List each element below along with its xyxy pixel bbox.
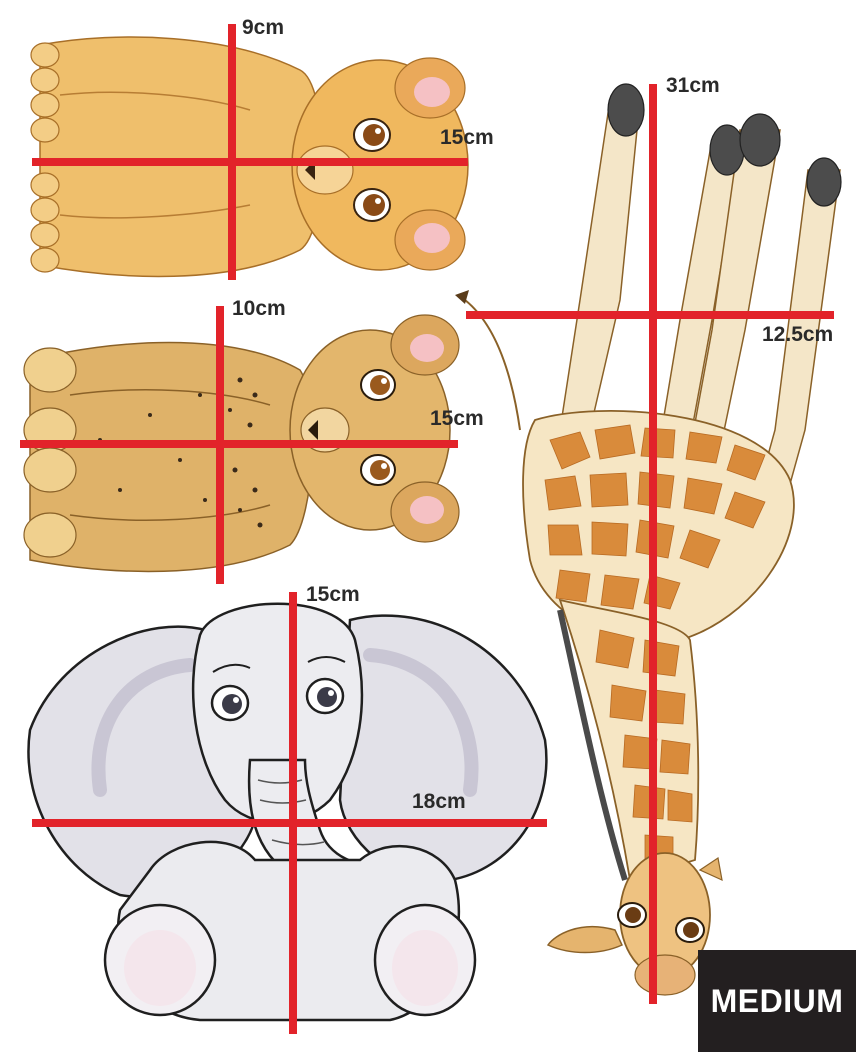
cheetah-cub-illustration bbox=[23, 314, 460, 573]
elephant-width-line bbox=[32, 819, 547, 827]
measurement-lines bbox=[20, 24, 834, 1034]
lion-cub-illustration bbox=[30, 36, 469, 278]
elephant-height-line bbox=[289, 592, 297, 1034]
lion-width-line bbox=[32, 158, 468, 166]
cheetah-height-label: 10cm bbox=[232, 297, 286, 320]
lion-height-label: 9cm bbox=[242, 16, 285, 39]
giraffe-width-line bbox=[466, 311, 834, 319]
elephant-height-label: 15cm bbox=[306, 583, 360, 606]
size-badge: MEDIUM bbox=[698, 950, 856, 1052]
giraffe-height-label: 31cm bbox=[666, 74, 720, 97]
lion-height-line bbox=[228, 24, 236, 280]
giraffe-width-label: 12.5cm bbox=[762, 323, 834, 346]
elephant-width-label: 18cm bbox=[412, 790, 466, 813]
giraffe-illustration bbox=[455, 83, 842, 996]
giraffe-height-line bbox=[649, 84, 657, 1004]
elephant-illustration bbox=[27, 602, 548, 1022]
cheetah-width-line bbox=[20, 440, 458, 448]
lion-width-label: 15cm bbox=[440, 126, 494, 149]
cheetah-width-label: 15cm bbox=[430, 407, 484, 430]
